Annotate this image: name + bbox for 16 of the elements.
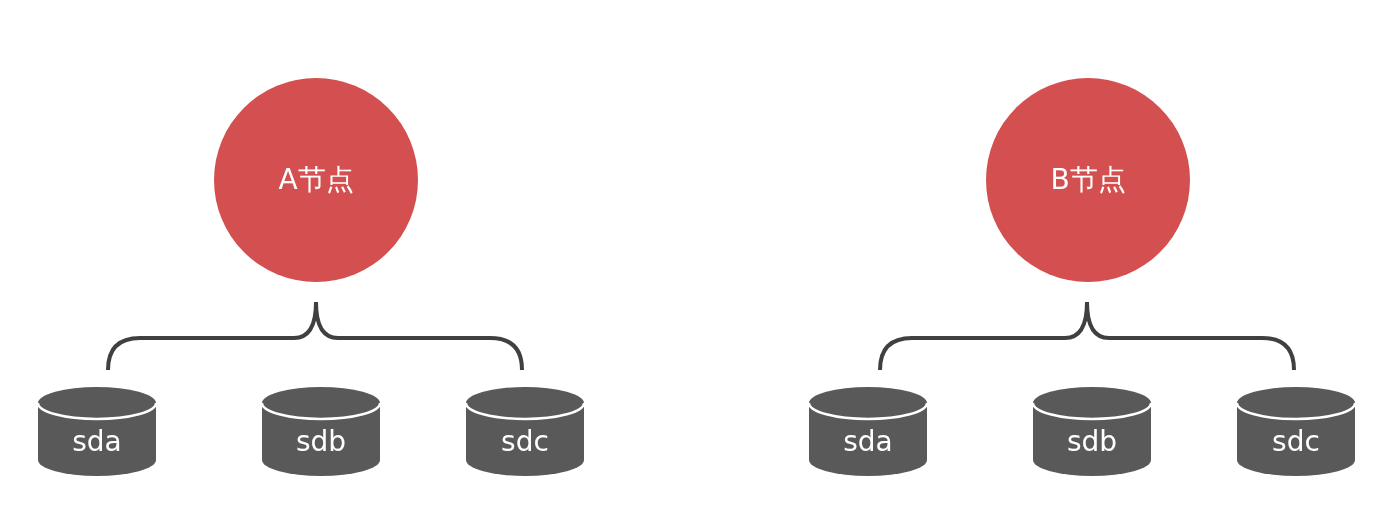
- node-label: A节点: [278, 162, 354, 198]
- disk-cylinder: [38, 387, 156, 476]
- disk-cylinder: [466, 387, 584, 476]
- disk-label: sdb: [295, 425, 347, 458]
- disk-cylinder: [1033, 387, 1151, 476]
- node-circle: [214, 78, 418, 282]
- disk-label: sda: [843, 425, 893, 458]
- node-circle: [986, 78, 1190, 282]
- disk-label: sdc: [1272, 425, 1320, 458]
- disk-cylinder: [262, 387, 380, 476]
- disk-label: sdc: [501, 425, 549, 458]
- disk-label: sdb: [1066, 425, 1118, 458]
- disk-cylinder: [809, 387, 927, 476]
- disk-cylinder: [1237, 387, 1355, 476]
- disk-label: sda: [72, 425, 122, 458]
- node-label: B节点: [1050, 162, 1126, 198]
